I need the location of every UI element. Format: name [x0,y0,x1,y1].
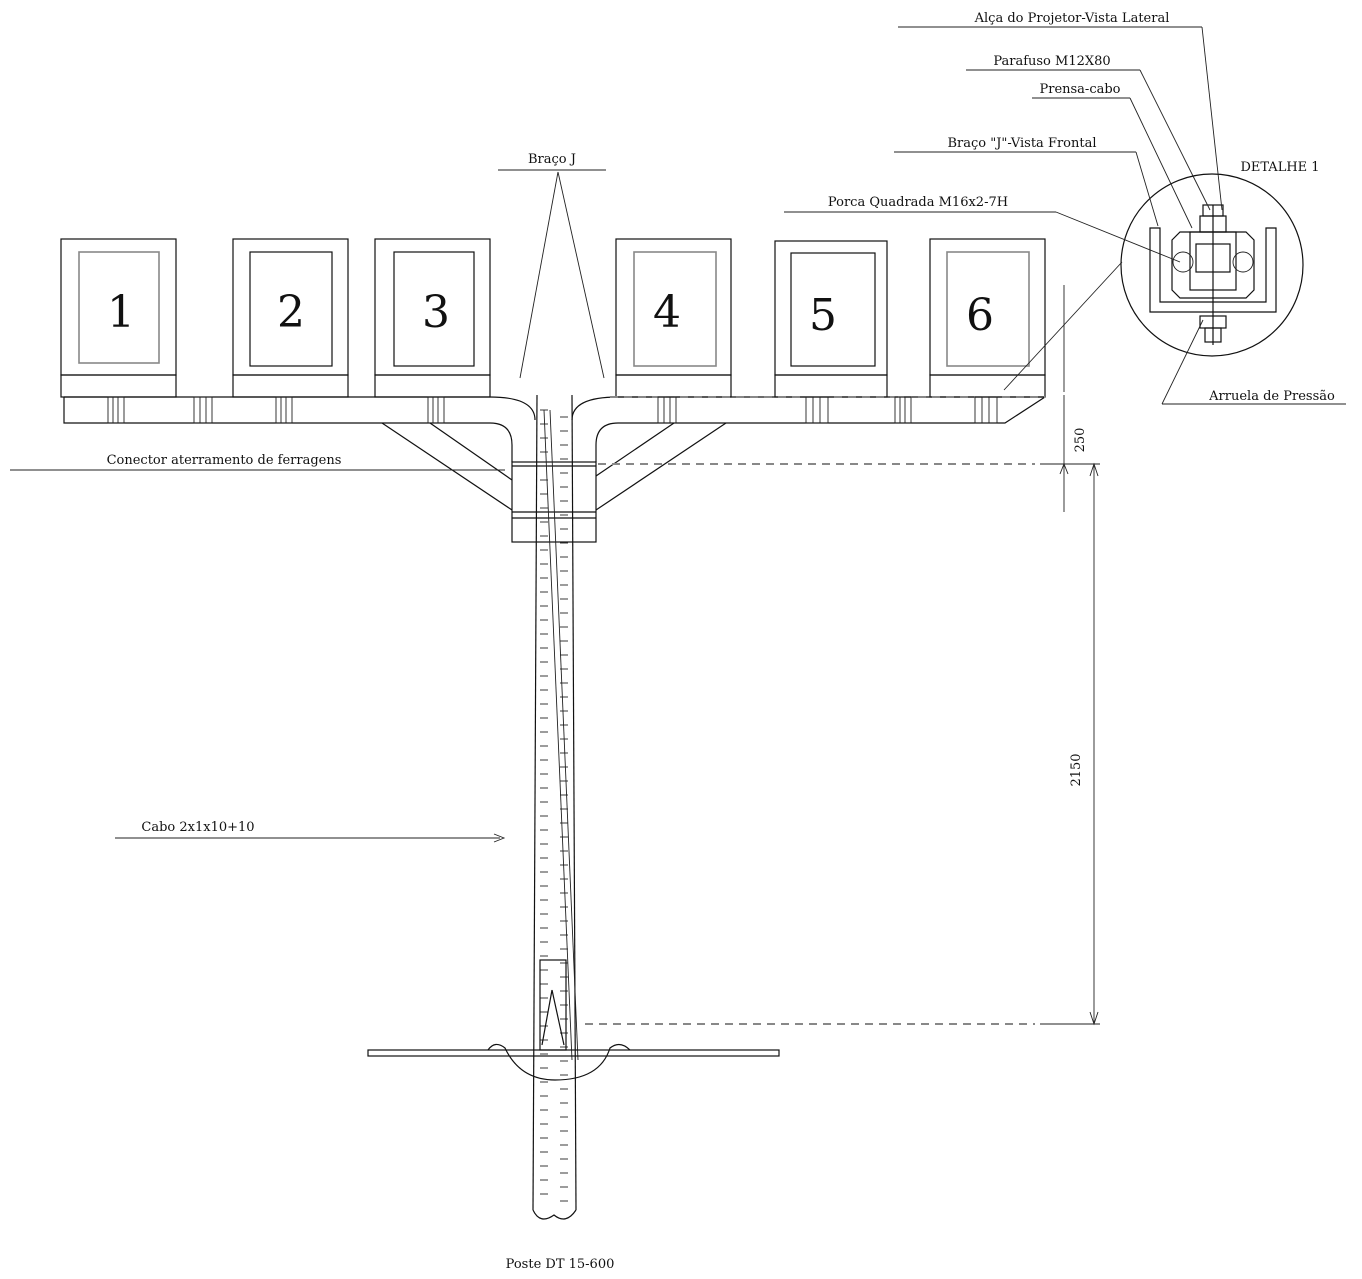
dimension-2150-text: 2150 [1069,753,1084,786]
pole [532,394,579,1220]
cross-arm [63,285,1065,511]
projector-number-5: 5 [809,290,837,341]
projector-3: 3 [374,238,491,398]
label-braco-j-frontal: Braço "J"-Vista Frontal [947,136,1096,151]
leader-lines [10,26,1346,843]
dimension-250: 250 [1040,395,1100,512]
projector-number-3: 3 [422,287,450,338]
label-arruela: Arruela de Pressão [1208,389,1335,404]
label-braco-j: Braço J [528,152,576,167]
label-porca-quadrada: Porca Quadrada M16x2-7H [828,195,1008,210]
label-alca-projetor: Alça do Projetor-Vista Lateral [974,11,1170,26]
label-detalhe-1: DETALHE 1 [1240,160,1319,175]
label-parafuso: Parafuso M12X80 [993,54,1110,69]
projector-4: 4 [615,238,732,398]
base-plate [367,959,780,1081]
projector-number-6: 6 [966,290,994,341]
label-conector: Conector aterramento de ferragens [107,453,342,468]
label-cabo: Cabo 2x1x10+10 [141,820,254,835]
dimension-250-text: 250 [1073,428,1088,453]
projector-number-2: 2 [277,287,305,338]
projector-2: 2 [232,238,349,398]
projector-6: 6 [929,238,1046,398]
projector-5: 5 [774,240,888,398]
detail-1-circle [1003,173,1304,391]
label-poste: Poste DT 15-600 [506,1257,615,1272]
dimension-2150: 2150 [1040,462,1100,1026]
projector-1: 1 [60,238,177,398]
projector-number-4: 4 [653,287,681,338]
label-prensa-cabo: Prensa-cabo [1039,82,1120,97]
projector-number-1: 1 [107,287,135,338]
